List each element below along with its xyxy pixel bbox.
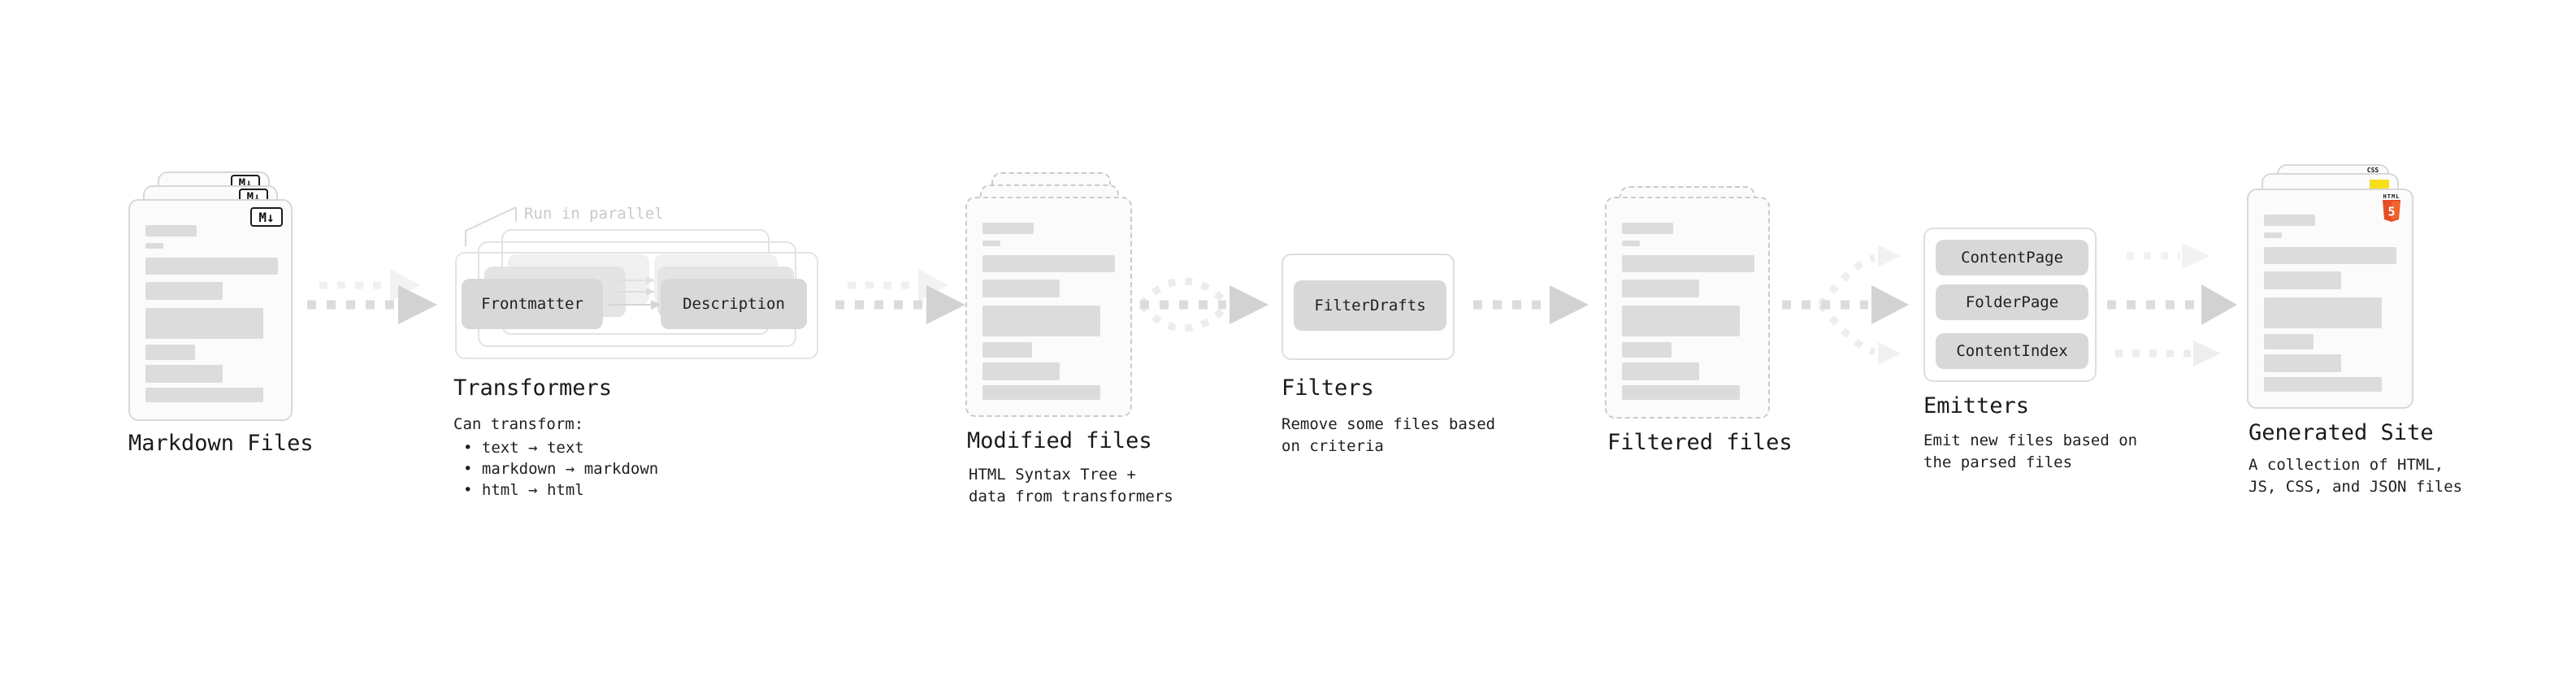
text-line-placeholder [982, 342, 1032, 358]
frontmatter-chip: Frontmatter [462, 279, 603, 329]
arrow-modified-to-filters [1138, 277, 1268, 332]
contentpage-chip: ContentPage [1936, 240, 2088, 275]
text-line-placeholder [982, 223, 1034, 234]
text-line-placeholder [1622, 362, 1699, 380]
text-line-placeholder [982, 280, 1060, 297]
filters-desc: Remove some files based on criteria [1281, 414, 1495, 458]
desc-line: Emit new files based on [1923, 432, 2138, 449]
html5-icon-word: HTML [2383, 193, 2400, 200]
javascript-icon [2370, 180, 2389, 189]
modified-files-label: Modified files [967, 428, 1152, 453]
filters-box: FilterDrafts [1281, 254, 1455, 360]
emitters-desc: Emit new files based on the parsed files [1923, 430, 2137, 474]
markdown-icon: M↓ [250, 207, 283, 227]
text-line-placeholder [145, 282, 223, 300]
desc-line: JS, CSS, and JSON files [2249, 478, 2463, 496]
arrow-filters-to-filtered [1473, 285, 1589, 324]
text-line-placeholder [2264, 334, 2314, 349]
filtered-files-label: Filtered files [1607, 430, 1793, 455]
text-line-placeholder [2264, 377, 2382, 392]
arrowhead [398, 285, 437, 324]
text-line-placeholder [1622, 241, 1640, 246]
markdown-files-label: Markdown Files [128, 431, 314, 456]
arrowhead-ghost [390, 269, 420, 301]
emitters-box: ContentPage FolderPage ContentIndex [1923, 228, 2097, 382]
bullet-item: • markdown → markdown [463, 460, 659, 478]
text-line-placeholder [1622, 223, 1673, 234]
text-line-placeholder [145, 225, 197, 236]
emitters-label: Emitters [1923, 393, 2030, 419]
html5-shield: 5 [2383, 200, 2400, 222]
contentindex-chip: ContentIndex [1936, 333, 2088, 369]
fanout-curve-top [1817, 254, 1876, 307]
desc-line: A collection of HTML, [2249, 456, 2444, 474]
arrowhead-top [2182, 243, 2210, 269]
filtered-file-card-front [1605, 197, 1770, 419]
text-line-placeholder [1622, 342, 1672, 358]
arrow-filtered-to-emitters [1782, 245, 1909, 365]
desc-line: Remove some files based [1281, 415, 1496, 433]
folderpage-chip: FolderPage [1936, 284, 2088, 320]
text-line-placeholder [145, 308, 263, 339]
generated-site-label: Generated Site [2249, 420, 2434, 445]
bullet-item: • text → text [463, 439, 584, 457]
html5-icon: HTML 5 [2381, 193, 2402, 225]
fanout-curve-bottom [1817, 302, 1876, 356]
filterdrafts-chip: FilterDrafts [1294, 280, 1446, 331]
desc-line: on criteria [1281, 437, 1384, 455]
markdown-file-card-front: M↓ [128, 199, 293, 421]
text-line-placeholder [2264, 297, 2382, 328]
description-chip: Description [661, 279, 807, 329]
arrow-transformers-to-modified [835, 269, 965, 324]
modified-files-desc: HTML Syntax Tree + data from transformer… [969, 464, 1173, 508]
desc-line: the parsed files [1923, 453, 2073, 471]
text-line-placeholder [982, 385, 1100, 400]
arrowhead-bottom [2193, 340, 2221, 367]
transformers-bullet-list: • text → text • markdown → markdown • ht… [453, 437, 658, 501]
text-line-placeholder [1622, 280, 1699, 297]
transformers-label: Transformers [453, 375, 613, 401]
text-line-placeholder [2264, 271, 2341, 289]
transformers-desc-title: Can transform: [453, 415, 584, 433]
text-line-placeholder [982, 255, 1115, 272]
text-line-placeholder [145, 258, 278, 275]
text-line-placeholder [145, 365, 223, 383]
text-line-placeholder [2264, 354, 2341, 372]
arrowhead-ghost [918, 269, 948, 301]
arrowhead [1229, 285, 1268, 324]
text-line-placeholder [145, 388, 263, 402]
arrowhead [1550, 285, 1589, 324]
arrowhead [1871, 285, 1909, 324]
generated-site-desc: A collection of HTML, JS, CSS, and JSON … [2249, 454, 2462, 498]
text-line-placeholder [982, 241, 1000, 246]
text-line-placeholder [145, 243, 163, 249]
modified-file-card-front [965, 197, 1132, 417]
arrowhead-middle [2201, 284, 2237, 325]
text-line-placeholder [2264, 232, 2282, 238]
text-line-placeholder [982, 362, 1060, 380]
transformer-flow-arrows [609, 276, 661, 310]
run-in-parallel-callout-line [465, 206, 517, 246]
arrowhead [926, 285, 965, 324]
arrowhead-bottom [1878, 342, 1901, 365]
arrow-markdown-to-transformers [307, 269, 437, 324]
arrowhead-top [1878, 245, 1901, 267]
text-line-placeholder [145, 345, 195, 360]
filters-label: Filters [1281, 375, 1374, 401]
text-line-placeholder [2264, 247, 2396, 264]
text-line-placeholder [982, 306, 1100, 336]
arrow-emitters-to-generated [2107, 243, 2237, 367]
generated-file-card-front: HTML 5 [2247, 189, 2413, 409]
text-line-placeholder [2264, 215, 2315, 226]
text-line-placeholder [1622, 255, 1754, 272]
desc-line: HTML Syntax Tree + [969, 466, 1136, 484]
run-in-parallel-note: Run in parallel [524, 205, 664, 223]
text-line-placeholder [1622, 385, 1740, 400]
bullet-item: • html → html [463, 481, 584, 499]
transformer-container-front [455, 252, 818, 359]
desc-line: data from transformers [969, 488, 1173, 505]
text-line-placeholder [1622, 306, 1740, 336]
svg-text:5: 5 [2387, 205, 2395, 219]
